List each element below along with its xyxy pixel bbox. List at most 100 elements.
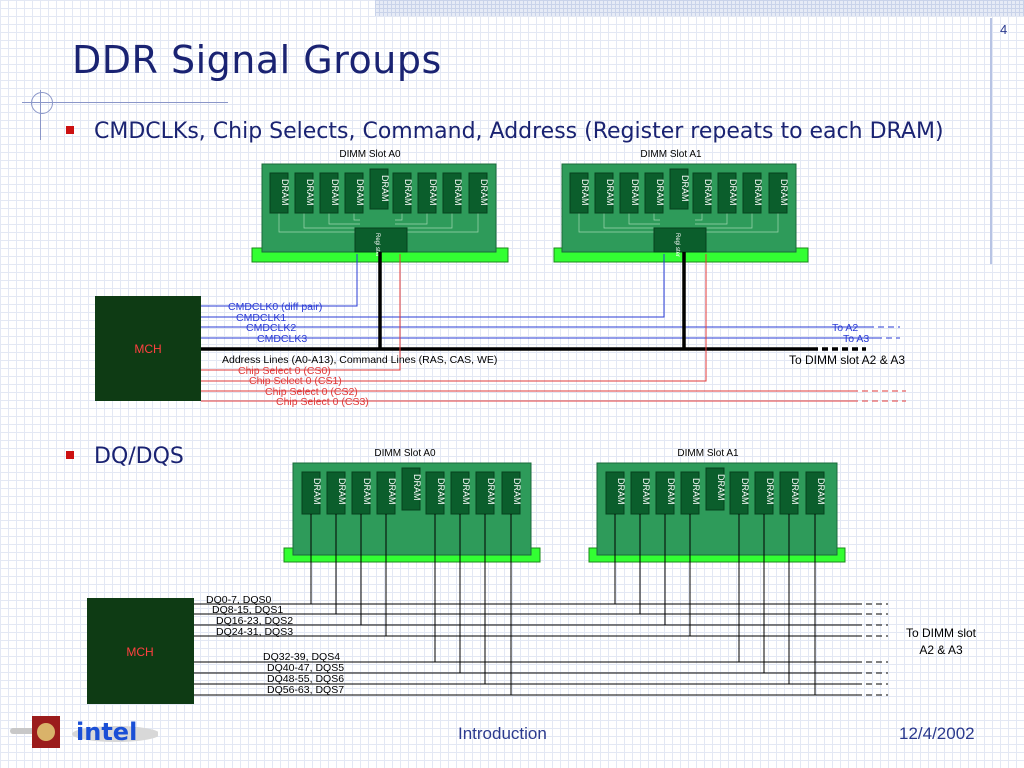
top-a0-dram-label: DRAM: [380, 175, 390, 202]
bot-a1-dram-label: DRAM: [616, 478, 626, 505]
signal-cmdclk3: CMDCLK3: [257, 333, 307, 345]
bot-a0-dram-label: DRAM: [461, 478, 471, 505]
bottom-to-dimm-line2: A2 & A3: [919, 643, 963, 657]
top-a1-dram-chip: [594, 172, 614, 214]
top-a1-dram-chip: [742, 172, 762, 214]
signal-address: Address Lines (A0-A13), Command Lines (R…: [222, 354, 497, 366]
page-number: 4: [1000, 22, 1008, 37]
top-a1-dram-label: DRAM: [605, 179, 615, 206]
signal-dq3: DQ24-31, DQS3: [216, 626, 293, 638]
top-a0-dram-chip: [442, 172, 462, 214]
chip-select-lines: [201, 254, 852, 402]
signal-dq1: DQ8-15, DQS1: [212, 604, 283, 616]
signal-dq0: DQ0-7, DQS0: [206, 594, 272, 606]
top-a1-dram-label: DRAM: [680, 175, 690, 202]
top-a0-dram-chip: [468, 172, 488, 214]
top-a1-dram-chip: [569, 172, 589, 214]
title-decor-vline: [40, 90, 41, 140]
bot-a0-dram-label: DRAM: [337, 478, 347, 505]
signal-dq2: DQ16-23, DQS2: [216, 615, 293, 627]
top-a0-dram-label: DRAM: [355, 179, 365, 206]
right-decor-line: [990, 18, 992, 264]
signal-cmdclk2: CMDCLK2: [246, 322, 296, 334]
to-a3-label: To A3: [843, 333, 869, 345]
bot-a1-dram-label: DRAM: [765, 478, 775, 505]
bottom-slot-a1-label: DIMM Slot A1: [677, 448, 739, 459]
top-a0-dram-label: DRAM: [453, 179, 463, 206]
bottom-slot-a0-label: DIMM Slot A0: [374, 448, 436, 459]
top-a1-dram-label: DRAM: [779, 179, 789, 206]
top-a0-dram-label: DRAM: [403, 179, 413, 206]
top-slot-a1-label: DIMM Slot A1: [640, 149, 702, 160]
signal-cs0: Chip Select 0 (CS0): [238, 365, 331, 377]
top-a0-dram-chip: [392, 172, 412, 214]
top-a0-dram-label: DRAM: [428, 179, 438, 206]
bot-a1-dram-label: DRAM: [691, 478, 701, 505]
bot-a0-dram-label: DRAM: [312, 478, 322, 505]
bot-a0-dram-label: DRAM: [387, 478, 397, 505]
bot-a0-dram-label: DRAM: [512, 478, 522, 505]
intel-logo-text: intel: [76, 718, 137, 746]
top-a1-dram-label: DRAM: [703, 179, 713, 206]
bullet-marker-2: [66, 451, 74, 459]
bot-a0-dram-label: DRAM: [362, 478, 372, 505]
top-a1-dram-chip: [692, 172, 712, 214]
address-bus: [201, 252, 812, 351]
bot-a0-dram-label: DRAM: [412, 474, 422, 501]
to-a2-label: To A2: [832, 322, 858, 334]
bot-a1-dram-label: DRAM: [716, 474, 726, 501]
bullet-text-2: DQ/DQS: [94, 444, 184, 469]
bullet-marker-1: [66, 126, 74, 134]
signal-cs3: Chip Select 0 (CS3): [276, 396, 369, 408]
to-dimm-a2-a3-label: To DIMM slot A2 & A3: [789, 353, 905, 367]
signal-cs2: Chip Select 0 (CS2): [265, 386, 358, 398]
footer-date: 12/4/2002: [899, 724, 975, 743]
top-a0-dram-label: DRAM: [330, 179, 340, 206]
signal-dq5: DQ40-47, DQS5: [267, 662, 344, 674]
bottom-mch-box: [87, 598, 194, 704]
top-a1-dram-chip: [717, 172, 737, 214]
bot-a1-dram-label: DRAM: [816, 478, 826, 505]
top-a1-dram-label: DRAM: [580, 179, 590, 206]
bot-a1-dram-chip: [705, 467, 725, 511]
cmdclk-lines: [201, 254, 876, 339]
top-a0-register: Regi ster: [374, 233, 380, 257]
signal-dq4: DQ32-39, DQS4: [263, 651, 340, 663]
top-a0-dram-chip: [319, 172, 339, 214]
slide-title: DDR Signal Groups: [72, 38, 442, 82]
top-a0-dram-chip: [417, 172, 437, 214]
top-a0-dram-label: DRAM: [280, 179, 290, 206]
dq-lines: [194, 514, 888, 696]
bot-a0-dram-chip: [401, 467, 421, 511]
top-a0-dram-chip: [269, 172, 289, 214]
top-slot-a0-label: DIMM Slot A0: [339, 149, 401, 160]
bot-a1-dram-label: DRAM: [740, 478, 750, 505]
top-a1-dram-label: DRAM: [753, 179, 763, 206]
intel-logo: intel: [8, 712, 160, 752]
top-mch-label: MCH: [134, 342, 161, 356]
top-a1-dram-chip: [644, 172, 664, 214]
top-a0-dram-chip: [294, 172, 314, 214]
signal-cmdclk1: CMDCLK1: [236, 312, 286, 324]
top-a1-dram-label: DRAM: [630, 179, 640, 206]
top-a0-dram-label: DRAM: [479, 179, 489, 206]
top-a1-dram-label: DRAM: [655, 179, 665, 206]
bot-a0-dram-label: DRAM: [436, 478, 446, 505]
bottom-to-dimm-line1: To DIMM slot: [906, 626, 977, 640]
signal-dq7: DQ56-63, DQS7: [267, 684, 344, 696]
top-mch-box: [95, 296, 201, 401]
bot-a1-dram-label: DRAM: [641, 478, 651, 505]
top-a1-dram-chip: [669, 168, 689, 210]
bot-a1-dram-label: DRAM: [666, 478, 676, 505]
top-decor-bar: [375, 0, 1024, 16]
top-a1-dram-chip: [619, 172, 639, 214]
bullet-text-1: CMDCLKs, Chip Selects, Command, Address …: [94, 119, 944, 144]
top-a0-dram-chip: [344, 172, 364, 214]
bottom-mch-label: MCH: [126, 645, 153, 659]
signal-dq6: DQ48-55, DQS6: [267, 673, 344, 685]
